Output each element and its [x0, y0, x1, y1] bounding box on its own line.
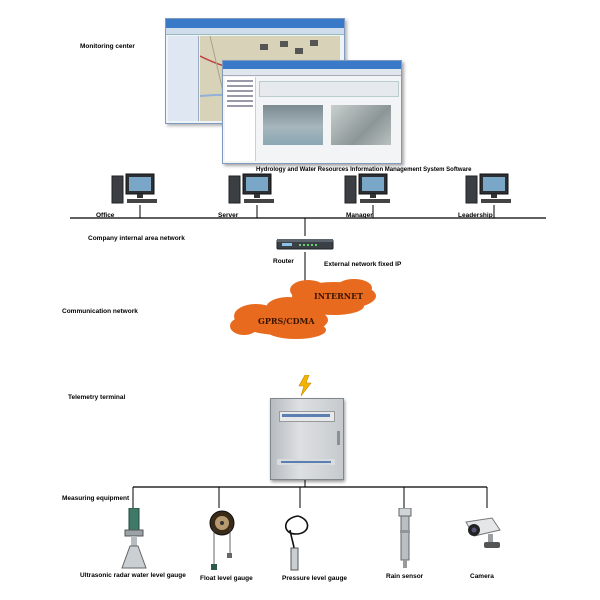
manager-label: Manager	[346, 212, 373, 219]
internet-text: INTERNET	[314, 291, 363, 301]
telemetry-terminal-label: Telemetry terminal	[68, 394, 126, 401]
communication-network-label: Communication network	[62, 308, 138, 315]
server-label: Server	[218, 212, 239, 219]
gprs-cdma-text: GPRS/CDMA	[258, 316, 315, 326]
software-screenshot-front	[222, 60, 402, 164]
office-computer-icon	[111, 173, 157, 204]
river-photo-icon	[263, 105, 323, 145]
equipment-label-ultrasonic: Ultrasonic radar water level gauge	[80, 572, 186, 579]
equipment-label-rain: Rain sensor	[386, 573, 424, 580]
office-label: Office	[96, 212, 115, 219]
software-title: Hydrology and Water Resources Informatio…	[256, 167, 472, 173]
rain-sensor-icon	[398, 508, 412, 568]
monitoring-center-label: Monitoring center	[80, 43, 135, 50]
manager-computer-icon	[344, 173, 390, 204]
external-ip-label: External network fixed IP	[324, 261, 402, 268]
equipment-label-camera: Camera	[470, 573, 494, 580]
radar-level-gauge-icon	[121, 508, 147, 569]
router-icon	[276, 239, 334, 250]
float-level-gauge-icon	[209, 510, 235, 570]
riverbank-photo-icon	[331, 105, 391, 145]
leadership-label: Leadership	[458, 212, 493, 219]
pressure-level-gauge-icon	[284, 515, 309, 571]
server-computer-icon	[228, 173, 274, 204]
leadership-computer-icon	[465, 173, 511, 204]
lan-label: Company internal area network	[88, 235, 185, 242]
lightning-icon	[298, 375, 312, 397]
equipment-label-pressure: Pressure level gauge	[282, 575, 348, 582]
equipment-label-float: Float level gauge	[200, 575, 253, 582]
measuring-equipment-label: Measuring equipment	[62, 495, 130, 502]
telemetry-cabinet	[270, 398, 344, 480]
router-label: Router	[273, 258, 294, 265]
network-cloud-icon: INTERNET GPRS/CDMA	[230, 279, 376, 339]
camera-icon	[465, 517, 501, 548]
